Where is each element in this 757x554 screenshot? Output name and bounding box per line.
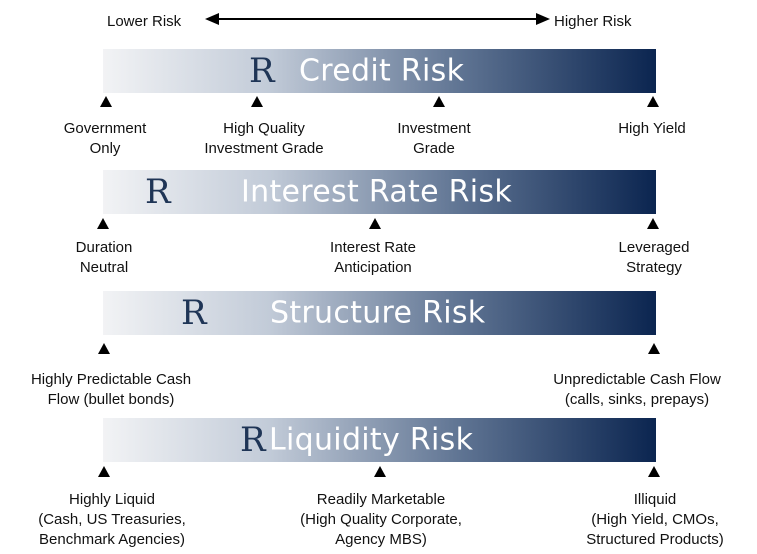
band-title: Liquidity Risk <box>269 422 474 458</box>
marker-arrow-icon <box>374 466 386 477</box>
marker-arrow-icon <box>369 218 381 229</box>
marker-label: Duration Neutral <box>75 239 133 276</box>
marker-arrow-icon <box>98 466 110 477</box>
marker-label: Investment Grade <box>397 120 471 157</box>
lower-risk-label: Lower Risk <box>107 13 182 30</box>
structure-risk-band: R Structure Risk <box>103 291 656 335</box>
marker-arrow-icon <box>251 96 263 107</box>
marker-arrow-icon <box>648 343 660 354</box>
logo-icon: R <box>249 51 275 91</box>
marker-label: Leveraged Strategy <box>618 239 690 276</box>
marker-arrow-icon <box>647 218 659 229</box>
marker-label: Highly Liquid (Cash, US Treasuries, Benc… <box>38 491 186 548</box>
marker-label: High Yield <box>618 120 686 137</box>
higher-risk-label: Higher Risk <box>554 13 632 30</box>
credit-risk-band: R Credit Risk <box>103 49 656 93</box>
logo-icon: R <box>145 172 171 212</box>
marker-arrow-icon <box>433 96 445 107</box>
marker-arrow-icon <box>97 218 109 229</box>
logo-icon: R <box>240 420 266 460</box>
marker-label: Interest Rate Anticipation <box>330 239 416 276</box>
logo-icon: R <box>181 293 207 333</box>
band-title: Structure Risk <box>270 295 486 331</box>
liquidity-risk-band: R Liquidity Risk <box>103 418 656 462</box>
band-title: Interest Rate Risk <box>241 174 513 210</box>
band-title: Credit Risk <box>299 53 465 89</box>
marker-arrow-icon <box>647 96 659 107</box>
marker-label: Unpredictable Cash Flow (calls, sinks, p… <box>553 371 721 408</box>
marker-label: Illiquid (High Yield, CMOs, Structured P… <box>586 491 724 548</box>
risk-scale-arrow <box>205 13 550 25</box>
marker-arrow-icon <box>100 96 112 107</box>
marker-label: Highly Predictable Cash Flow (bullet bon… <box>30 371 192 408</box>
marker-label: Readily Marketable (High Quality Corpora… <box>300 491 462 548</box>
marker-label: High Quality Investment Grade <box>204 120 324 157</box>
interest-rate-risk-band: R Interest Rate Risk <box>103 170 656 214</box>
marker-arrow-icon <box>98 343 110 354</box>
marker-label: Government Only <box>63 120 147 157</box>
marker-arrow-icon <box>648 466 660 477</box>
